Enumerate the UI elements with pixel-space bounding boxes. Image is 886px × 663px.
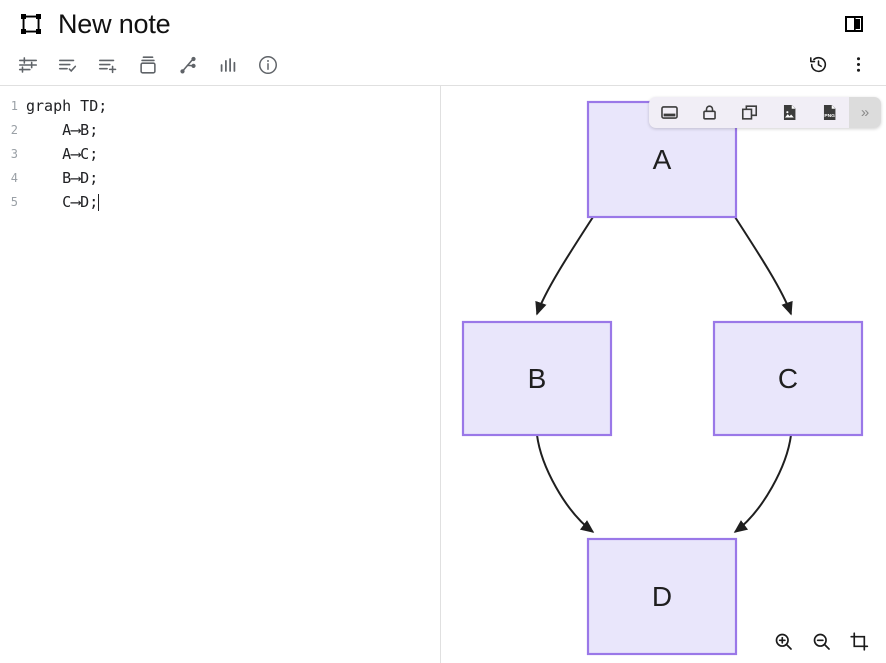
code-text[interactable]: B⟶D; [26,169,99,187]
code-text[interactable]: A⟶B; [26,121,99,139]
edge-a-b [535,216,594,316]
more-vertical-icon[interactable] [838,47,878,83]
caption-box-icon[interactable] [649,97,689,128]
fit-crop-icon[interactable] [846,628,872,654]
code-line: 4 B⟶D; [0,166,440,190]
code-text[interactable]: C⟶D; [26,193,99,211]
zoom-out-icon[interactable] [808,628,834,654]
edge-b-d [536,434,595,533]
svg-text:PNG: PNG [824,113,835,119]
edge-group [535,216,793,533]
node-label: B [528,363,547,394]
line-number: 2 [10,123,18,137]
page-title[interactable]: New note [58,8,171,39]
code-line: 1 graph TD; [0,94,440,118]
node-label: D [652,581,672,612]
history-clock-icon[interactable] [798,47,838,83]
code-line: 5 C⟶D; [0,190,440,214]
selection-frame-icon [18,11,44,37]
lock-icon[interactable] [689,97,729,128]
pane-divider[interactable] [440,86,441,663]
bar-chart-icon[interactable] [208,47,248,83]
export-png-icon[interactable]: PNG [809,97,849,128]
diagram-preview[interactable]: A B C D [441,86,886,663]
settings-sliders-icon[interactable] [8,47,48,83]
copy-duplicate-icon[interactable] [729,97,769,128]
diagram-action-toolbar: PNG » [649,97,881,128]
add-list-item-icon[interactable] [88,47,128,83]
edge-a-c [734,216,793,316]
code-text[interactable]: graph TD; [26,97,108,115]
text-cursor [98,193,100,211]
format-toolbar [0,44,886,85]
node-label: C [778,363,798,394]
export-svg-icon[interactable] [769,97,809,128]
node-c[interactable]: C [712,320,864,437]
line-number: 4 [10,171,18,185]
toolbar-divider [0,85,886,86]
node-b[interactable]: B [461,320,613,437]
line-number: 3 [10,147,18,161]
info-circle-icon[interactable] [248,47,288,83]
card-stack-icon[interactable] [128,47,168,83]
code-line: 2 A⟶B; [0,118,440,142]
line-number: 1 [10,99,18,113]
node-d[interactable]: D [586,537,738,656]
split-panel-icon[interactable] [840,10,868,38]
code-editor[interactable]: 1 graph TD; 2 A⟶B; 3 A⟶C; 4 B⟶D; 5 C⟶D; [0,86,440,663]
code-line: 3 A⟶C; [0,142,440,166]
zoom-in-icon[interactable] [770,628,796,654]
checklist-icon[interactable] [48,47,88,83]
zoom-controls [770,628,872,654]
line-number: 5 [10,195,18,209]
node-label: A [653,144,672,175]
code-text[interactable]: A⟶C; [26,145,99,163]
edge-c-d [733,434,792,533]
graph-branch-icon[interactable] [168,47,208,83]
titlebar: New note [0,0,886,48]
diagram-toolbar-more-button[interactable]: » [849,97,881,128]
flowchart-diagram: A B C D [461,100,864,656]
